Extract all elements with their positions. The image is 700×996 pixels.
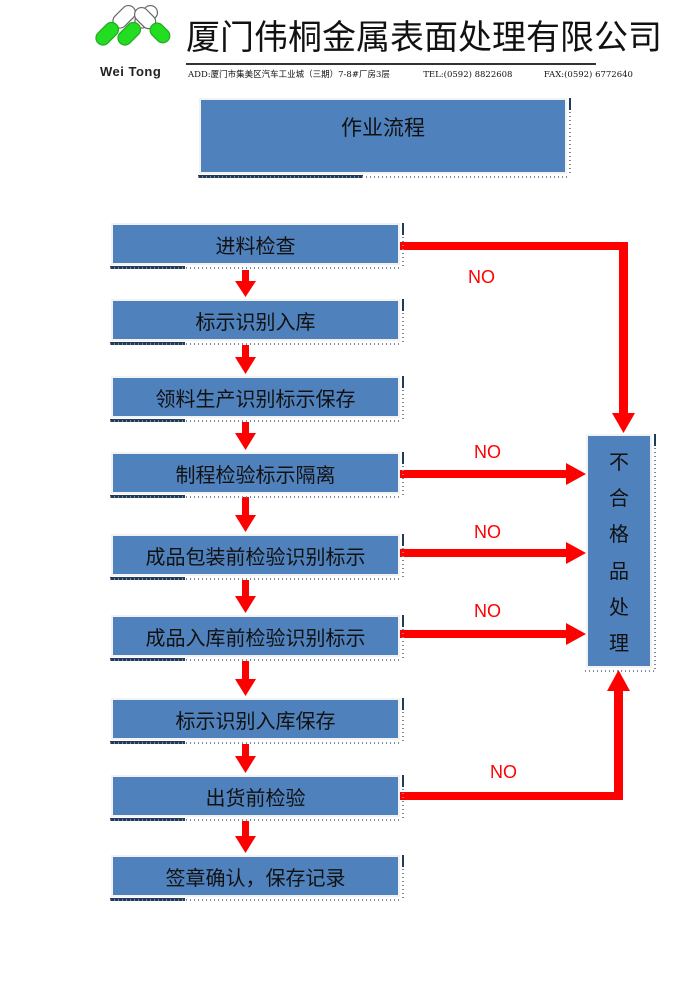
flow-step: 出货前检验 [110, 775, 404, 821]
tel-text: TEL:(0592) 8822608 [423, 70, 513, 80]
down-arrow [235, 661, 256, 696]
flow-step-label: 标示识别入库 [195, 309, 316, 334]
company-name: 厦门伟桐金属表面处理有限公司 [186, 18, 662, 58]
box-shadow-edge-solid [402, 855, 404, 867]
reject-box-char: 格 [609, 522, 629, 547]
flow-step: 标示识别入库 [110, 299, 404, 345]
flow-step-label: 成品入库前检验识别标示 [145, 625, 366, 650]
logo-text: Wei Tong [100, 64, 162, 79]
box-shadow-edge-solid [402, 299, 404, 311]
box-shadow-edge [402, 700, 404, 742]
reject-arrow-step-4 [400, 463, 586, 485]
header-divider [186, 63, 596, 65]
company-logo [95, 4, 185, 84]
down-arrow [235, 821, 256, 853]
box-shadow-edge [569, 100, 571, 176]
no-label: NO [474, 442, 501, 462]
box-shadow-edge [654, 436, 656, 670]
box-shadow-edge-solid [402, 376, 404, 388]
box-shadow-edge-solid [402, 223, 404, 235]
reject-box-char: 合 [609, 485, 629, 510]
reject-handling-box: 不 合 格 品 处 理 [585, 434, 656, 672]
box-shadow-edge-solid [402, 615, 404, 627]
no-label: NO [474, 522, 501, 542]
down-arrow [235, 580, 256, 613]
flow-step-label: 签章确认，保存记录 [165, 865, 346, 890]
down-arrow [235, 345, 256, 374]
flow-step: 成品入库前检验识别标示 [110, 615, 404, 661]
box-shadow-edge-solid [402, 698, 404, 710]
reject-box-char: 理 [609, 631, 629, 656]
down-arrow [235, 497, 256, 532]
box-shadow-edge-solid [654, 434, 656, 446]
down-arrow [235, 270, 256, 297]
flow-step-label: 出货前检验 [205, 785, 306, 810]
logo-icon [95, 4, 171, 46]
box-shadow-edge-solid [402, 775, 404, 787]
no-label: NO [474, 601, 501, 621]
reject-box-char: 不 [609, 449, 629, 474]
box-shadow-edge [402, 857, 404, 899]
flow-step: 进料检查 [110, 223, 404, 269]
flow-step: 签章确认，保存记录 [110, 855, 404, 901]
flow-step-label: 制程检验标示隔离 [175, 462, 336, 487]
flow-step: 制程检验标示隔离 [110, 452, 404, 498]
diagram-title: 作业流程 [341, 116, 425, 140]
box-shadow-edge-solid [402, 452, 404, 464]
reject-arrow-step-6 [400, 623, 586, 645]
flow-step: 标示识别入库保存 [110, 698, 404, 744]
diagram-title-box: 作业流程 [198, 98, 571, 178]
reject-box-char: 品 [609, 558, 629, 583]
no-label: NO [490, 762, 517, 782]
box-shadow-edge-solid [569, 98, 571, 110]
no-label: NO [468, 267, 495, 287]
box-shadow-edge-solid [402, 534, 404, 546]
down-arrow [235, 422, 256, 450]
fax-text: FAX:(0592) 6772640 [543, 70, 633, 80]
reject-arrow-step-8 [400, 670, 630, 800]
flow-step: 领料生产识别标示保存 [110, 376, 404, 422]
flow-step-label: 领料生产识别标示保存 [155, 386, 356, 411]
contact-row: ADD:厦门市集美区汽车工业城（三期）7-8#厂房3层 TEL:(0592) 8… [188, 68, 633, 80]
down-arrow [235, 744, 256, 773]
box-shadow-edge [402, 378, 404, 420]
flow-step-label: 进料检查 [215, 233, 296, 258]
flow-step-label: 成品包装前检验识别标示 [145, 544, 366, 569]
box-shadow-edge [402, 777, 404, 819]
box-shadow-edge [402, 617, 404, 659]
box-shadow-edge [402, 225, 404, 267]
reject-arrow-step-1 [400, 242, 635, 433]
flow-step-label: 标示识别入库保存 [175, 708, 336, 733]
flow-step: 成品包装前检验识别标示 [110, 534, 404, 580]
box-shadow-edge [402, 454, 404, 496]
box-shadow-edge [402, 536, 404, 578]
reject-arrow-step-5 [400, 542, 586, 564]
box-shadow-edge [402, 301, 404, 343]
reject-box-char: 处 [609, 594, 629, 619]
address-text: ADD:厦门市集美区汽车工业城（三期）7-8#厂房3层 [188, 70, 390, 80]
